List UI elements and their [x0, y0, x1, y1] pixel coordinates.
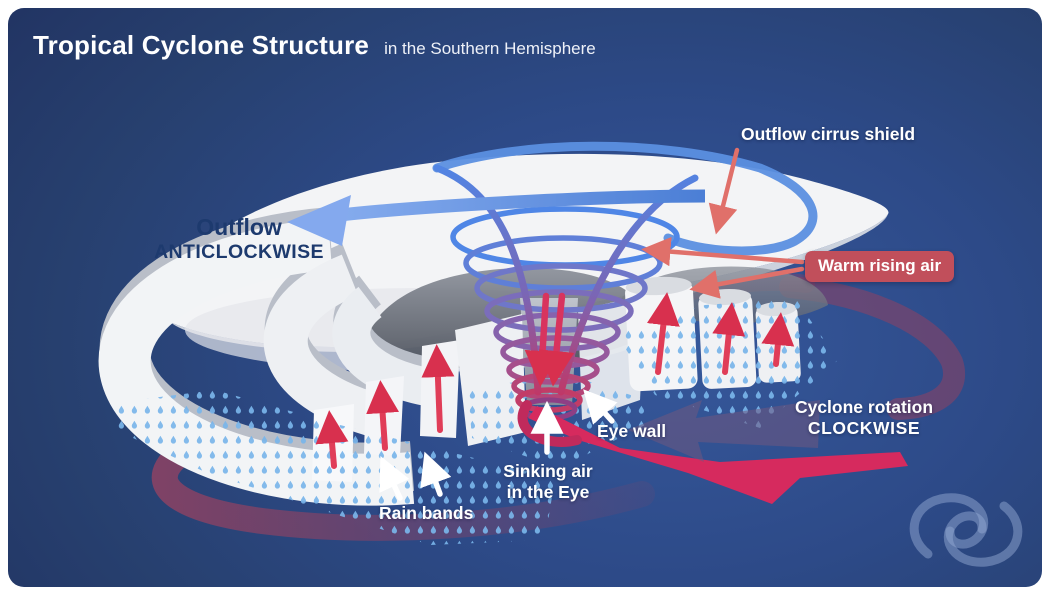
warm-rising-air-arrows [315, 292, 795, 469]
label-outflow-anticlockwise: Outflow ANTICLOCKWISE [129, 213, 349, 265]
label-cyclone-rotation: Cyclone rotation CLOCKWISE [754, 397, 974, 440]
annotation-arrows-white [379, 389, 618, 501]
label-eye-wall: Eye wall [597, 421, 667, 441]
page-header: Tropical Cyclone Structure in the Southe… [33, 30, 596, 61]
koru-logo-icon [909, 493, 1023, 567]
cyclone-illustration [98, 141, 1023, 567]
page-title: Tropical Cyclone Structure [33, 30, 370, 60]
outflow-anticlockwise-arrow [287, 189, 706, 246]
warm-rising-air-badge: Warm rising air [805, 251, 955, 282]
label-outflow-cirrus-shield: Outflow cirrus shield [741, 124, 916, 144]
page-subtitle: in the Southern Hemisphere [384, 39, 596, 58]
label-sinking-air-line2: in the Eye [506, 482, 590, 503]
annotation-arrows-salmon [641, 147, 805, 299]
label-rain-bands: Rain bands [379, 503, 474, 523]
label-sinking-air: Sinking air in the Eye [458, 461, 638, 504]
label-sinking-air-line1: Sinking air [503, 461, 593, 481]
label-outflow-line2: ANTICLOCKWISE [154, 241, 324, 264]
cyclone-rotation-ribbon [517, 400, 908, 504]
label-outflow-line1: Outflow [196, 214, 282, 240]
sinking-air-arrows [524, 292, 575, 387]
label-cyclone-rotation-line2: CLOCKWISE [807, 418, 921, 439]
label-cyclone-rotation-line1: Cyclone rotation [794, 397, 934, 417]
infographic-card: Tropical Cyclone Structure in the Southe… [8, 8, 1042, 587]
